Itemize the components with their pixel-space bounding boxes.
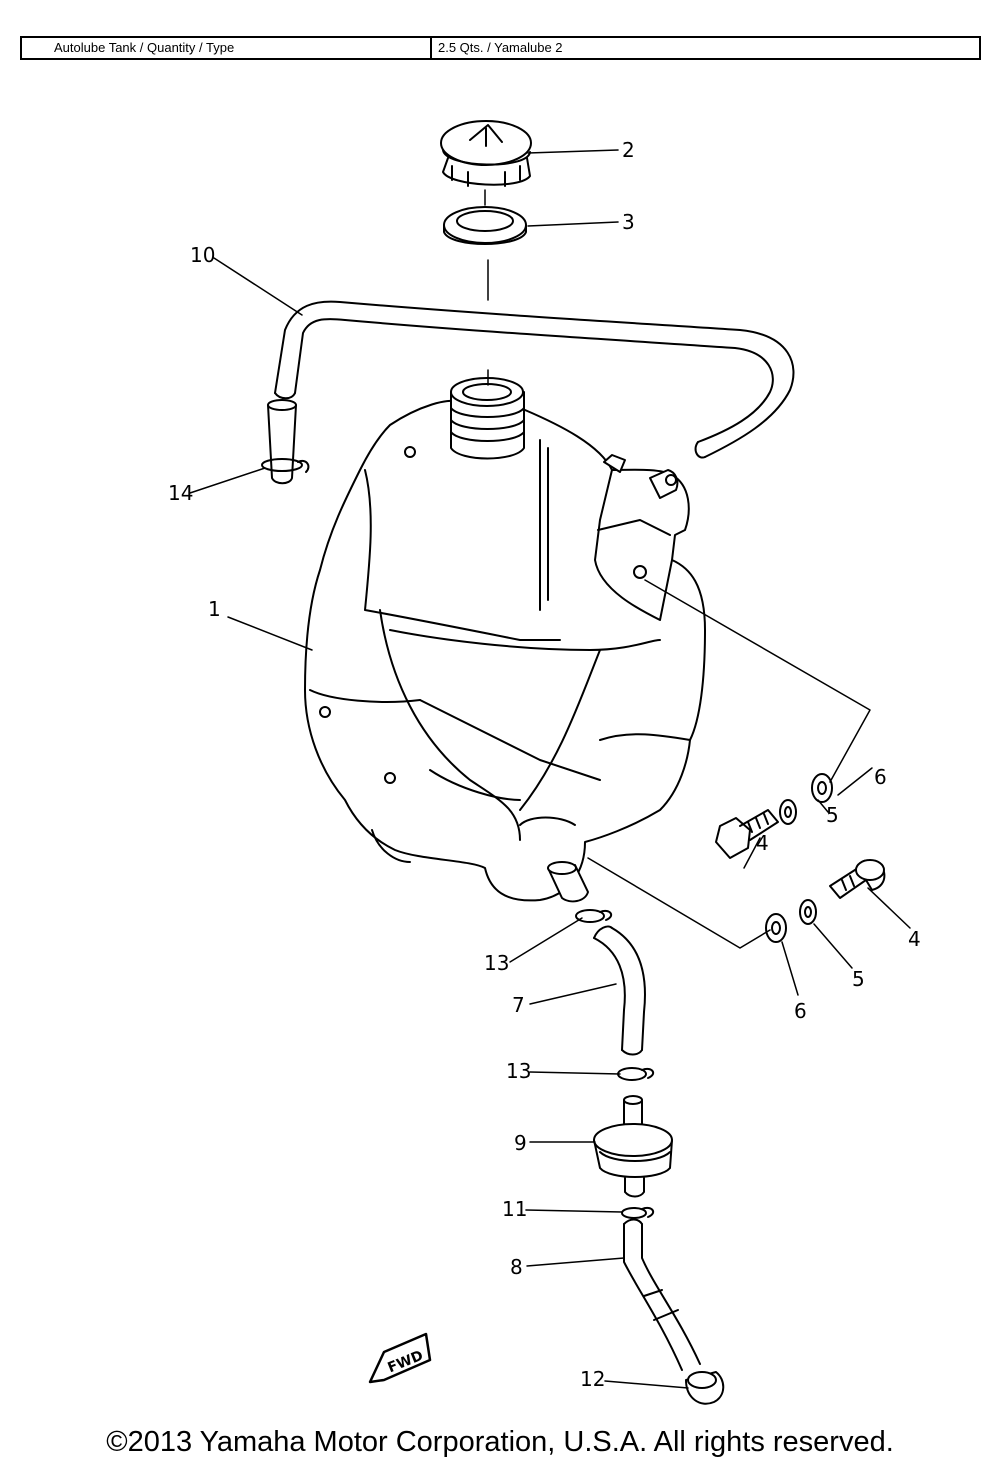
washer-6-upper — [811, 773, 833, 803]
exploded-parts-diagram: 1 2 3 4 4 5 5 6 6 7 8 9 10 11 12 13 13 1… — [168, 120, 921, 1405]
callout-labels: 1 2 3 4 4 5 5 6 6 7 8 9 10 11 12 13 13 1… — [168, 138, 921, 1391]
callout-4-upper: 4 — [756, 831, 769, 855]
fwd-arrow-icon — [368, 1332, 432, 1384]
delivery-hose-upper — [593, 925, 646, 1056]
copyright-notice: ©2013 Yamaha Motor Corporation, U.S.A. A… — [106, 1426, 894, 1458]
tank-breather-nipple — [603, 454, 679, 499]
mounting-bolt-upper — [715, 809, 779, 859]
washer-5-upper — [779, 799, 797, 825]
oil-tank — [304, 399, 706, 903]
breather-fitting — [261, 399, 310, 485]
callout-13-lower: 13 — [506, 1059, 531, 1083]
spec-table: Autolube Tank / Quantity / Type 2.5 Qts.… — [20, 36, 981, 60]
callout-6-upper: 6 — [874, 765, 887, 789]
breather-hose — [274, 300, 795, 459]
callout-1: 1 — [208, 597, 221, 621]
callout-14: 14 — [168, 481, 193, 505]
callout-9: 9 — [514, 1131, 527, 1155]
hose-clamp-upper — [575, 909, 613, 923]
delivery-hose-lower — [623, 1218, 701, 1371]
spec-label: Autolube Tank / Quantity / Type — [22, 38, 432, 58]
callout-4-lower: 4 — [908, 927, 921, 951]
cap-gasket — [443, 206, 527, 245]
washer-5-lower — [799, 899, 817, 925]
callout-13-upper: 13 — [484, 951, 509, 975]
callout-3: 3 — [622, 210, 635, 234]
hose-end-plug — [685, 1371, 725, 1405]
oil-filter — [593, 1095, 673, 1198]
callout-11: 11 — [502, 1197, 527, 1221]
callout-7: 7 — [512, 993, 525, 1017]
callout-12: 12 — [580, 1367, 605, 1391]
washer-6-lower — [765, 913, 787, 943]
mounting-bolt-lower — [829, 859, 886, 899]
callout-5-upper: 5 — [826, 803, 839, 827]
hose-clamp-middle — [617, 1067, 655, 1081]
callout-6-lower: 6 — [794, 999, 807, 1023]
filler-neck — [450, 369, 525, 460]
spec-value: 2.5 Qts. / Yamalube 2 — [438, 40, 563, 55]
callout-5-lower: 5 — [852, 967, 865, 991]
callout-2: 2 — [622, 138, 635, 162]
callout-10: 10 — [190, 243, 215, 267]
hose-clamp-lower — [621, 1207, 655, 1219]
callout-8: 8 — [510, 1255, 523, 1279]
tank-cap — [440, 120, 532, 187]
